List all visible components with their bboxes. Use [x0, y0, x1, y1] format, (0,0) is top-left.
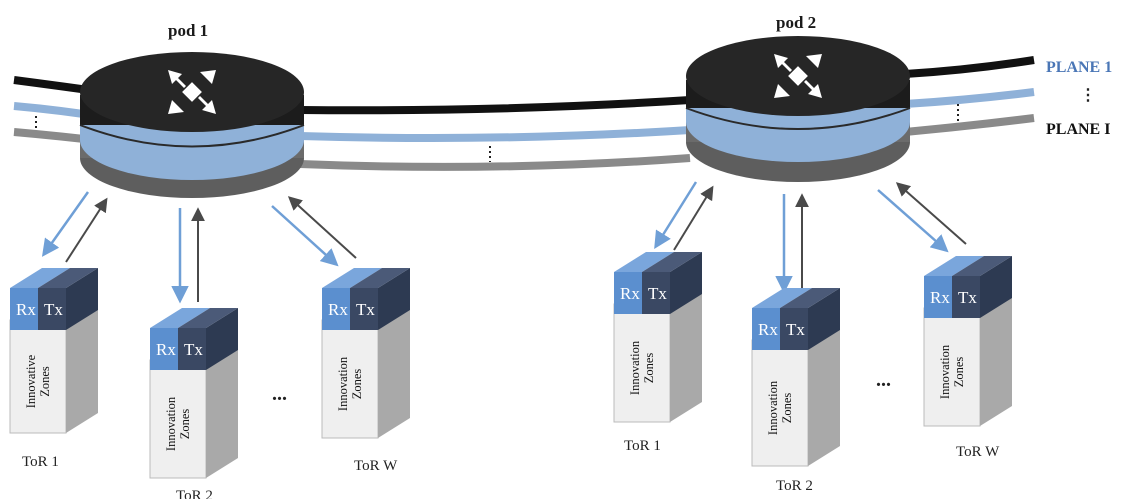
- tx-label: Tx: [184, 340, 203, 359]
- plane-i-link: [299, 154, 691, 171]
- plane-i-label: PLANE I: [1046, 121, 1110, 138]
- tx-block: [642, 272, 670, 314]
- tor-body-side: [670, 284, 702, 422]
- up-arrow: [895, 182, 967, 245]
- rx-label: Rx: [328, 300, 348, 319]
- up-arrow: [287, 196, 357, 259]
- plane-1-label: PLANE 1: [1046, 59, 1112, 76]
- plane-1-right-stub: [904, 56, 1035, 78]
- tx-block: [780, 308, 808, 350]
- tx-top: [350, 268, 410, 288]
- tor-label: ToR W: [354, 458, 398, 474]
- up-arrow: [673, 185, 714, 251]
- rx-top: [322, 268, 382, 288]
- tx-top: [642, 252, 702, 272]
- rx-label: Rx: [16, 300, 36, 319]
- tx-top: [952, 256, 1012, 276]
- tor-body-side: [808, 320, 840, 466]
- rx-block: [10, 288, 38, 330]
- tor-label: ToR 1: [22, 454, 59, 470]
- rx-top: [924, 256, 984, 276]
- zone-label: InnovationZones: [164, 396, 192, 451]
- tx-label: Tx: [356, 300, 375, 319]
- rx-block: [322, 288, 350, 330]
- tor-body-front: [9, 319, 67, 434]
- zone-label: InnovationZones: [628, 340, 656, 395]
- link-arrows: [41, 181, 967, 304]
- tor-label: ToR 2: [176, 488, 213, 499]
- plane-blue-right-stub: [904, 88, 1035, 108]
- plane-1-link: [299, 96, 691, 115]
- rx-label: Rx: [620, 284, 640, 303]
- tx-top: [780, 288, 840, 308]
- tor-label: ToR W: [956, 444, 1000, 460]
- tx-side: [980, 256, 1012, 318]
- tor-body-side: [66, 300, 98, 433]
- tx-side: [378, 268, 410, 330]
- zone-label: InnovationZones: [766, 380, 794, 435]
- rx-label: Rx: [758, 320, 778, 339]
- plane-links: [13, 56, 1035, 171]
- rx-label: Rx: [930, 288, 950, 307]
- tor-label: ToR 1: [624, 438, 661, 454]
- rx-block: [752, 308, 780, 350]
- tx-label: Tx: [648, 284, 667, 303]
- tor-body-side: [206, 340, 238, 478]
- tx-label: Tx: [786, 320, 805, 339]
- rx-top: [752, 288, 812, 308]
- tor-body-side: [980, 288, 1012, 426]
- tx-side: [66, 268, 98, 330]
- plane-blue-link: [299, 126, 691, 142]
- plane-dots-label: ⋮: [1080, 87, 1096, 104]
- tx-top: [38, 268, 98, 288]
- tx-side: [808, 288, 840, 350]
- pod-2-title: pod 2: [776, 13, 816, 32]
- down-arrow: [271, 205, 339, 267]
- tx-side: [206, 308, 238, 370]
- up-arrow: [65, 197, 108, 263]
- zone-label: InnovativeZones: [24, 354, 52, 408]
- tx-label: Tx: [958, 288, 977, 307]
- tx-block: [38, 288, 66, 330]
- tx-block: [178, 328, 206, 370]
- down-arrow: [41, 191, 90, 257]
- rx-block: [924, 276, 952, 318]
- tor-body-front: [751, 339, 809, 467]
- pod-1-router: [79, 52, 305, 198]
- rx-label: Rx: [156, 340, 176, 359]
- down-arrow: [877, 189, 949, 253]
- tor-label: ToR 2: [776, 478, 813, 494]
- rx-top: [614, 252, 674, 272]
- tor-body-front: [321, 319, 379, 439]
- tx-block: [350, 288, 378, 330]
- rx-top: [10, 268, 70, 288]
- tor-body-front: [149, 359, 207, 479]
- tx-top: [178, 308, 238, 328]
- zone-label: InnovationZones: [938, 344, 966, 399]
- plane-i-right-stub: [904, 114, 1035, 136]
- down-arrow: [654, 181, 698, 249]
- tor-body-side: [378, 300, 410, 438]
- rx-block: [614, 272, 642, 314]
- tx-side: [670, 252, 702, 314]
- zone-label: InnovationZones: [336, 356, 364, 411]
- rx-block: [150, 328, 178, 370]
- rx-top: [150, 308, 210, 328]
- tor-ellipsis-pod-1: ...: [272, 383, 287, 405]
- tor-body-front: [613, 303, 671, 423]
- tor-body-front: [923, 307, 981, 427]
- tx-block: [952, 276, 980, 318]
- tx-label: Tx: [44, 300, 63, 319]
- tor-ellipsis-pod-2: ...: [876, 369, 891, 391]
- pod-2-router: [685, 36, 911, 182]
- pod-1-title: pod 1: [168, 21, 208, 40]
